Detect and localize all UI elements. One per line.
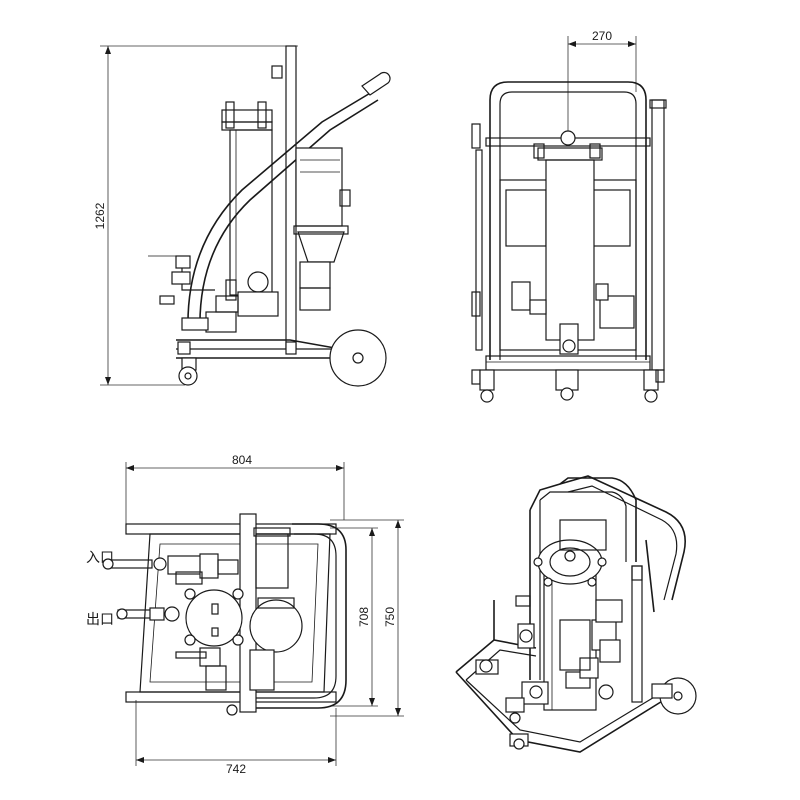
dim-top-total-width: 804 xyxy=(232,453,252,467)
isometric-view xyxy=(455,475,697,753)
dim-side-height: 1262 xyxy=(93,202,107,229)
side-view: 1262 xyxy=(93,45,391,387)
dim-top-inner-depth: 708 xyxy=(357,607,371,627)
dim-top-base-width: 742 xyxy=(226,762,246,776)
dim-front-spacing: 270 xyxy=(592,29,612,43)
dim-top-total-depth: 750 xyxy=(383,607,397,627)
outlet-label: 出口 xyxy=(86,612,114,628)
top-view: 804 742 708 750 入口 出口 xyxy=(86,453,404,776)
front-view: 270 xyxy=(471,29,667,403)
